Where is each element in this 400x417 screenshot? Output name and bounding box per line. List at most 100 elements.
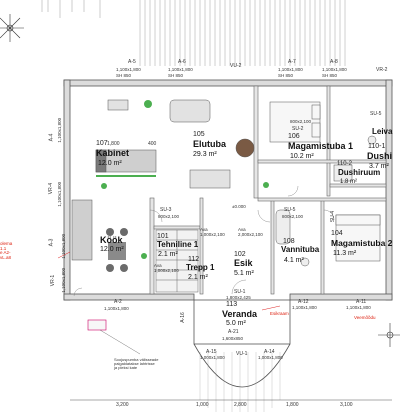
heat-pump-unit — [87, 319, 107, 331]
room-name: Esik — [234, 258, 253, 268]
window-size: 1,600x850 — [222, 336, 244, 341]
door-swings — [73, 185, 335, 297]
window-tag: VU-1 — [236, 351, 248, 357]
window-size: 1,000x1,800 — [200, 355, 225, 360]
window-tag: A-12 — [298, 299, 309, 305]
room-name: Kabinet — [96, 148, 130, 158]
room-name: Trepp 1 — [186, 263, 215, 272]
window-tag: A-3 — [48, 238, 55, 247]
room-area: 10.2 m² — [290, 153, 314, 160]
room-name: Dushi — [367, 151, 393, 161]
window-size: 1,100x1,800 — [346, 305, 371, 310]
annotation-note: Soojuspumba välisseade paigaldatakse lah… — [114, 357, 159, 370]
bed — [335, 214, 381, 262]
window-sill-height: SH 850 — [278, 73, 294, 78]
room-number: 106 — [288, 133, 300, 140]
window-size: 1,100x1,800 — [57, 181, 63, 207]
window-size: 1,100x1,800 — [278, 67, 303, 72]
room-number: 113 — [226, 301, 238, 308]
door-tag: SU-4 — [330, 210, 337, 223]
window-size: 1,000x1,800 — [258, 355, 283, 360]
dimension-label: 400 — [148, 141, 157, 147]
room-name: Magamistuba 2 — [331, 238, 393, 248]
window-tag: VR-4 — [48, 182, 55, 195]
window-tag: A-14 — [264, 349, 275, 355]
room-area: 2.1 m² — [158, 251, 178, 258]
room-name: Tehniline 1 — [157, 240, 199, 249]
dimension-label: 1,000 — [196, 402, 209, 408]
door-size: 800x2,100 — [282, 214, 304, 219]
room-area: 11.3 m² — [333, 250, 357, 257]
window-tag: A-4 — [48, 133, 55, 142]
window-tag: A-8 — [330, 59, 338, 65]
room-area: 2.1 m² — [188, 274, 208, 281]
stairs — [155, 229, 199, 293]
window-tag: A-2 — [114, 299, 122, 305]
room-name: Elutuba — [193, 139, 226, 149]
dimension-label: 2,800 — [234, 402, 247, 408]
veranda-walls — [193, 299, 291, 388]
door-tag: SU-5 — [284, 207, 296, 213]
window-size: 1,100x1,800 — [61, 267, 67, 293]
window-sill-height: SH 850 — [322, 73, 338, 78]
opening-label: Ava 1,000x2,100 — [154, 263, 179, 273]
window-tag: A-16 — [179, 312, 186, 323]
door-tag: SU-5 — [370, 111, 382, 117]
red-dimension-markers — [57, 251, 281, 311]
room-name: Vannituba — [281, 245, 320, 254]
room-number: 108 — [283, 238, 295, 245]
window-size: 1,100x1,800 — [292, 305, 317, 310]
window-sill-height: SH 850 — [116, 73, 132, 78]
room-number: 101 — [157, 233, 169, 240]
plant-icon — [378, 323, 400, 347]
level-mark: ±0.000 — [232, 204, 246, 209]
room-area: 1.8 m² — [340, 179, 358, 185]
window-tag: VR-1 — [50, 274, 57, 287]
window-size: 1,100x1,800 — [57, 117, 63, 143]
window-tag: A-6 — [178, 59, 186, 65]
door-tag: SU-3 — [160, 207, 172, 213]
deck-hatch — [139, 0, 346, 66]
interior-walls — [149, 85, 387, 295]
window-size: 1,100x1,800 — [168, 67, 193, 72]
door-tag: SU-2 — [292, 126, 304, 132]
red-note: Veemõõdu — [354, 315, 376, 320]
door-size: 800x2,100 — [290, 119, 312, 124]
room-name: Magamistuba 1 — [288, 141, 354, 151]
room-name: Dushiruum — [338, 168, 381, 177]
veranda-hatch — [199, 352, 281, 412]
window-tag: A-7 — [288, 59, 296, 65]
bath-fixtures — [275, 135, 377, 267]
dimension-label: 3,100 — [340, 402, 353, 408]
exterior-walls — [63, 79, 393, 301]
dimension-label: 1,800 — [107, 141, 120, 147]
window-tag: VR-2 — [376, 67, 388, 73]
window-tag: A-5 — [128, 59, 136, 65]
window-tag: A-21 — [228, 329, 239, 335]
window-sill-height: SH 850 — [168, 73, 184, 78]
door-size: 800x2,100 — [158, 214, 180, 219]
window-size: 1,100x1,800 — [322, 67, 347, 72]
room-number: 104 — [331, 230, 343, 237]
kitchen-table — [106, 228, 128, 272]
grid-ticks — [41, 0, 101, 18]
door-size: 1,800x2,425 — [226, 295, 251, 300]
kitchen-counter — [71, 149, 157, 261]
room-area: 12.0 m² — [98, 160, 122, 167]
window-size: 1,100x1,800 — [116, 67, 141, 72]
counter-accent — [96, 175, 156, 177]
room-name: Leiva — [372, 127, 393, 136]
red-note: Esikraam — [270, 311, 289, 316]
door-tag: SU-1 — [234, 289, 246, 295]
window-tag: A-11 — [356, 299, 367, 305]
room-area: 5.0 m² — [226, 320, 246, 327]
room-number: 105 — [193, 131, 205, 138]
room-area: 29.3 m² — [193, 151, 217, 158]
dimension-label: 3,200 — [116, 402, 129, 408]
window-size: 1,100x1,800 — [61, 233, 67, 259]
plant-icon — [0, 14, 24, 42]
bed — [269, 101, 321, 143]
room-area: 12.0 m² — [100, 246, 124, 253]
